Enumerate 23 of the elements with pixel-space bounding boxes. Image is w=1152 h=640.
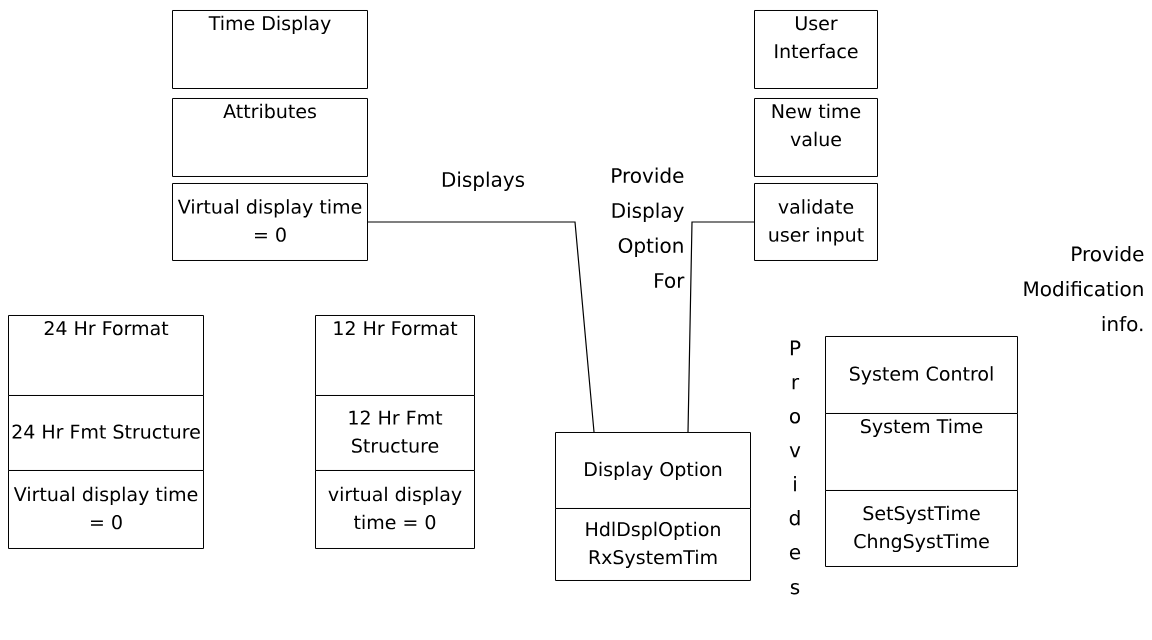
- class-compartment-box: New time value: [754, 98, 878, 177]
- class-compartment-box: User Interface: [754, 10, 878, 89]
- association-line: [687, 221, 755, 433]
- class-compartment-box: System Control: [825, 336, 1018, 414]
- class-compartment-box: Display Option: [555, 432, 751, 509]
- class-compartment-box: 24 Hr Format: [8, 315, 204, 396]
- class-compartment-box: SetSystTime ChngSystTime: [825, 490, 1018, 567]
- class-compartment-box: virtual display time = 0: [315, 470, 475, 549]
- class-compartment-box: Attributes: [172, 98, 368, 177]
- class-compartment-box: Time Display: [172, 10, 368, 89]
- class-compartment-box: 12 Hr Format: [315, 315, 475, 396]
- class-compartment-box: validate user input: [754, 183, 878, 261]
- class-compartment-box: 12 Hr Fmt Structure: [315, 395, 475, 471]
- class-compartment-box: Virtual display time = 0: [172, 183, 368, 261]
- association-line: [367, 221, 595, 433]
- class-compartment-box: HdlDsplOption RxSystemTim: [555, 508, 751, 581]
- edge-label: Displays: [442, 171, 525, 191]
- edge-label: Provide Display Option For: [612, 167, 685, 289]
- class-compartment-box: 24 Hr Fmt Structure: [8, 395, 204, 471]
- class-compartment-box: System Time: [825, 413, 1018, 491]
- annotation-text: Provide Modification info.: [1024, 245, 1144, 332]
- class-compartment-box: Virtual display time = 0: [8, 470, 204, 549]
- vertical-label: Provides: [789, 340, 801, 595]
